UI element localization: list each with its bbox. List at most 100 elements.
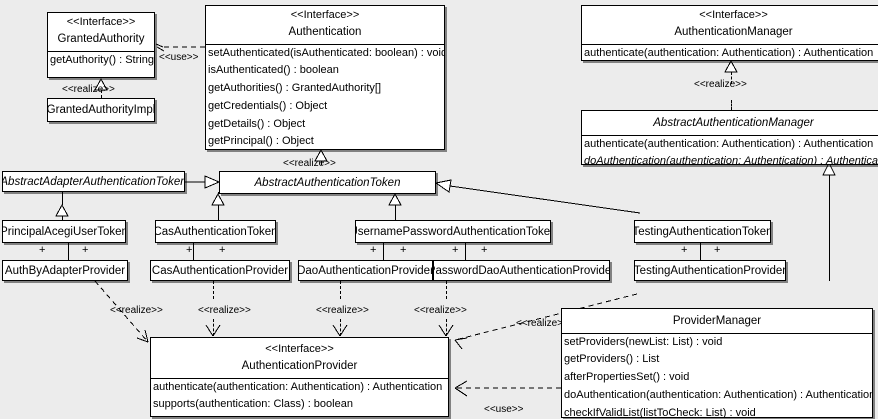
class-separator [151, 377, 448, 379]
stereotype-interface: <<Interface>> [66, 16, 136, 28]
class-box-authentication-manager[interactable]: <<Interface>> AuthenticationManager auth… [581, 5, 878, 61]
class-box-testing-authentication-token[interactable]: TestingAuthenticationToken [634, 220, 771, 243]
class-box-abstract-authentication-token[interactable]: AbstractAuthenticationToken [219, 171, 436, 194]
class-box-authentication-provider[interactable]: <<Interface>> AuthenticationProvider aut… [150, 337, 449, 417]
member-set-authenticated: setAuthenticated(isAuthenticated: boolea… [208, 46, 445, 59]
connector-granted-authority-impl-realize [101, 90, 102, 98]
relation-label-realize-dao-provider: <<realize>> [316, 305, 369, 316]
multiplicity-testing-right: + [714, 244, 721, 256]
class-name-testing-authentication-provider: TestingAuthenticationProvider [634, 264, 786, 277]
member-authenticate: authenticate(authentication: Authenticat… [584, 137, 874, 150]
class-members-authentication-manager: authenticate(authentication: Authenticat… [582, 45, 878, 60]
connector-password-dao-provider-realize-upper [446, 281, 447, 299]
connector-username-token-to-password-dao-provider [465, 243, 466, 260]
class-box-password-dao-authentication-provider[interactable]: PasswordDaoAuthenticationProvider [433, 260, 610, 281]
relation-label-realize-auth-by-adapter: <<realize>> [110, 305, 163, 316]
class-name-abstract-authentication-token: AbstractAuthenticationToken [254, 176, 401, 189]
class-name-cas-authentication-provider: CasAuthenticationProvider [151, 264, 289, 277]
member-check-if-valid-list: checkIfValidList(listToCheck: List) : vo… [564, 406, 756, 418]
multiplicity-principal-right: + [82, 244, 89, 256]
class-separator [582, 134, 878, 136]
stereotype-interface: <<Interface>> [290, 9, 360, 21]
multiplicity-username-2: + [400, 244, 407, 256]
relation-label-use-provider-manager: <<use>> [484, 404, 524, 415]
relation-label-realize-provider-manager: <<realize>> [516, 318, 569, 329]
class-members-authentication-provider: authenticate(authentication: Authenticat… [151, 379, 448, 415]
member-get-providers: getProviders() : List [564, 353, 660, 366]
member-authenticate: authenticate(authentication: Authenticat… [153, 380, 443, 393]
relation-label-realize-cas-provider: <<realize>> [198, 305, 251, 316]
multiplicity-username-1: + [370, 244, 377, 256]
class-members-provider-manager: setProviders(newList: List) : void getPr… [562, 334, 872, 418]
class-name-username-password-authentication-token: UsernamePasswordAuthenticationToken [355, 225, 551, 238]
multiplicity-username-3: + [452, 244, 459, 256]
class-box-principal-acegi-user-token[interactable]: PrincipalAcegiUserToken [2, 220, 126, 243]
relation-label-realize-granted-authority-impl: <<realize>> [62, 84, 115, 95]
connector-cas-provider-realize-lower [213, 319, 214, 336]
connector-abstract-auth-manager-realize-upper [731, 72, 732, 84]
connector-principal-token-generalize-lower [62, 216, 63, 220]
class-separator [48, 50, 154, 52]
member-get-authority: getAuthority() : String [50, 53, 154, 66]
relation-label-realize-abstract-auth-manager: <<realize>> [694, 79, 747, 90]
connector-principal-token-generalize [62, 192, 63, 205]
class-members-granted-authority: getAuthority() : String [48, 52, 154, 70]
class-name-authentication-provider: AuthenticationProvider [241, 359, 358, 372]
class-name-password-dao-authentication-provider: PasswordDaoAuthenticationProvider [433, 264, 610, 277]
connector-username-token-to-dao-provider [383, 243, 384, 260]
class-box-abstract-adapter-authentication-token[interactable]: AbstractAdapterAuthenticationToken [2, 171, 185, 192]
member-get-details: getDetails() : Object [208, 117, 306, 130]
class-box-testing-authentication-provider[interactable]: TestingAuthenticationProvider [634, 260, 786, 281]
class-box-username-password-authentication-token[interactable]: UsernamePasswordAuthenticationToken [355, 220, 551, 243]
member-do-authentication: doAuthentication(authentication: Authent… [584, 155, 878, 165]
connector-cas-token-generalize [218, 192, 219, 194]
class-members-authentication: setAuthenticated(isAuthenticated: boolea… [206, 45, 445, 149]
class-box-granted-authority-impl[interactable]: GrantedAuthorityImpl [47, 98, 155, 122]
class-name-granted-authority: GrantedAuthority [57, 32, 145, 45]
class-name-authentication: Authentication [288, 25, 362, 38]
class-name-provider-manager: ProviderManager [672, 315, 762, 327]
multiplicity-testing-left: + [681, 244, 688, 256]
class-box-authentication[interactable]: <<Interface>> Authentication setAuthenti… [205, 5, 445, 150]
class-name-auth-by-adapter-provider: AuthByAdapterProvider [4, 264, 126, 277]
class-members-abstract-authentication-manager: authenticate(authentication: Authenticat… [582, 136, 878, 165]
class-name-testing-authentication-token: TestingAuthenticationToken [634, 225, 771, 238]
class-header-authentication-provider: <<Interface>> AuthenticationProvider [151, 338, 448, 378]
class-name-granted-authority-impl: GrantedAuthorityImpl [47, 104, 155, 116]
connector-abstract-auth-manager-realize-lower [731, 100, 732, 110]
multiplicity-principal-left: + [39, 244, 46, 256]
class-separator [582, 43, 878, 45]
class-header-authentication-manager: <<Interface>> AuthenticationManager [582, 6, 878, 44]
class-box-dao-authentication-provider[interactable]: DaoAuthenticationProvider [298, 260, 433, 281]
class-box-granted-authority[interactable]: <<Interface>> GrantedAuthority getAuthor… [47, 12, 155, 78]
connector-cas-token-to-cas-provider [193, 243, 194, 260]
connector-password-dao-provider-realize-lower [446, 319, 447, 336]
class-box-auth-by-adapter-provider[interactable]: AuthByAdapterProvider [2, 260, 128, 281]
connector-cas-provider-realize-upper [213, 281, 214, 299]
class-header-authentication: <<Interface>> Authentication [206, 6, 444, 44]
class-header-abstract-authentication-manager: AbstractAuthenticationManager [582, 111, 878, 135]
stereotype-interface: <<Interface>> [699, 9, 768, 21]
class-box-cas-authentication-provider[interactable]: CasAuthenticationProvider [150, 260, 290, 281]
class-separator [562, 332, 872, 334]
class-box-provider-manager[interactable]: ProviderManager setProviders(newList: Li… [561, 308, 873, 418]
member-get-authorities: getAuthorities() : GrantedAuthority[] [208, 82, 382, 95]
connector-cas-token-generalize-lower [218, 205, 219, 220]
member-authenticate: authenticate(authentication: Authenticat… [584, 46, 874, 59]
class-box-cas-authentication-token[interactable]: CasAuthenticationToken [155, 220, 276, 243]
class-header-granted-authority: <<Interface>> GrantedAuthority [48, 13, 154, 51]
connector-testing-token-to-testing-provider [700, 243, 701, 260]
multiplicity-cas-right: + [219, 244, 226, 256]
member-get-principal: getPrincipal() : Object [208, 135, 314, 148]
class-separator [206, 43, 444, 45]
multiplicity-cas-left: + [186, 244, 193, 256]
member-get-credentials: getCredentials() : Object [208, 99, 328, 112]
connector-principal-token-to-auth-by-adapter [68, 243, 69, 260]
class-name-authentication-manager: AuthenticationManager [674, 25, 793, 38]
class-header-provider-manager: ProviderManager [562, 309, 872, 333]
relation-label-realize-password-dao-provider: <<realize>> [414, 305, 467, 316]
class-box-abstract-authentication-manager[interactable]: AbstractAuthenticationManager authentica… [581, 110, 878, 165]
relation-label-use-granted-authority: <<use>> [159, 52, 199, 63]
member-is-authenticated: isAuthenticated() : boolean [208, 64, 339, 77]
